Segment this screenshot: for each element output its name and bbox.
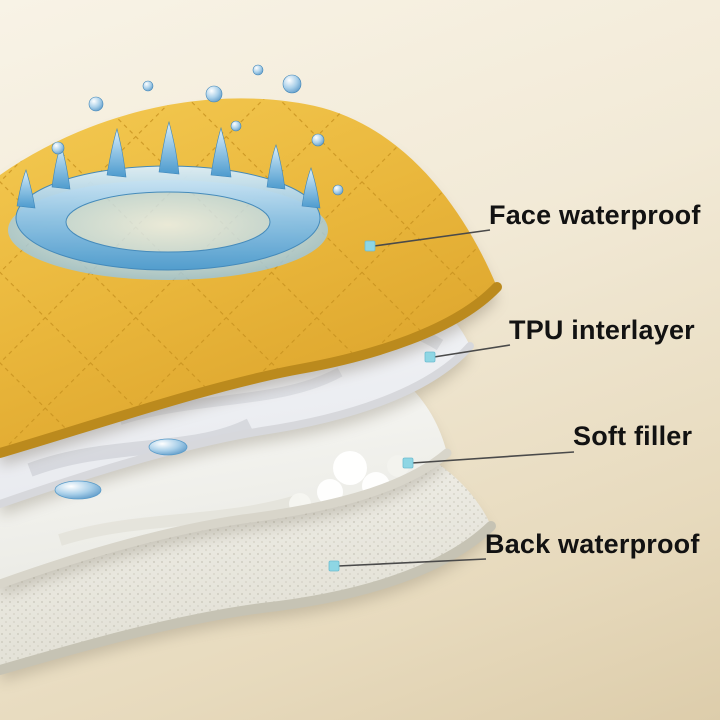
water-splash bbox=[8, 64, 344, 280]
pointer-line-tpu bbox=[433, 344, 511, 358]
label-face-waterproof: Face waterproof bbox=[489, 200, 701, 230]
splash-droplets bbox=[51, 64, 344, 196]
marker-soft bbox=[402, 457, 414, 469]
label-soft-filler: Soft filler bbox=[573, 421, 693, 451]
marker-tpu bbox=[424, 351, 436, 363]
pointer-markers bbox=[328, 240, 436, 572]
marker-back bbox=[328, 560, 340, 572]
pointer-line-soft bbox=[411, 451, 575, 464]
pointer-lines bbox=[337, 229, 575, 567]
label-tpu-interlayer: TPU interlayer bbox=[509, 315, 695, 345]
splash-spikes bbox=[16, 120, 321, 209]
pointer-line-back bbox=[337, 558, 487, 567]
label-back-waterproof: Back waterproof bbox=[485, 529, 700, 559]
pointer-line-face bbox=[373, 229, 491, 247]
marker-face bbox=[364, 240, 376, 252]
